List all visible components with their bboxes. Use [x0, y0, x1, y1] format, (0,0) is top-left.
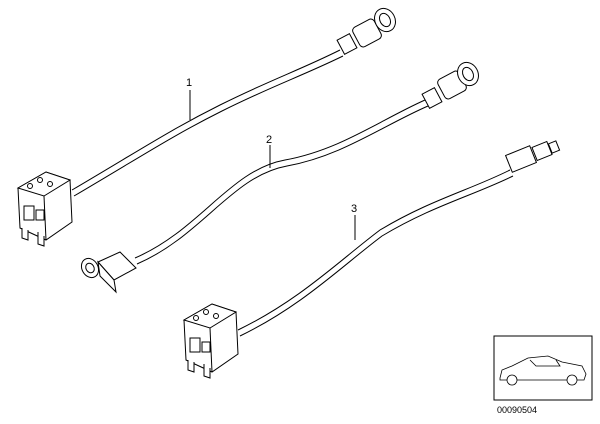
car-side-icon — [499, 355, 587, 386]
callout-1: 1 — [186, 77, 192, 89]
car-thumbnail — [493, 335, 593, 401]
angle-connector-2 — [80, 251, 137, 294]
round-connector-2 — [437, 61, 479, 100]
cable-2[interactable] — [78, 59, 482, 294]
block-connector-1 — [16, 171, 73, 247]
diagram-id: 00090504 — [497, 405, 537, 415]
square-connector-3 — [504, 140, 561, 173]
cable-3[interactable] — [182, 140, 561, 379]
round-connector-1 — [352, 7, 396, 48]
callout-2: 2 — [266, 134, 272, 146]
block-connector-3 — [182, 303, 239, 379]
cable-1[interactable] — [16, 5, 399, 247]
callout-3: 3 — [351, 203, 357, 215]
